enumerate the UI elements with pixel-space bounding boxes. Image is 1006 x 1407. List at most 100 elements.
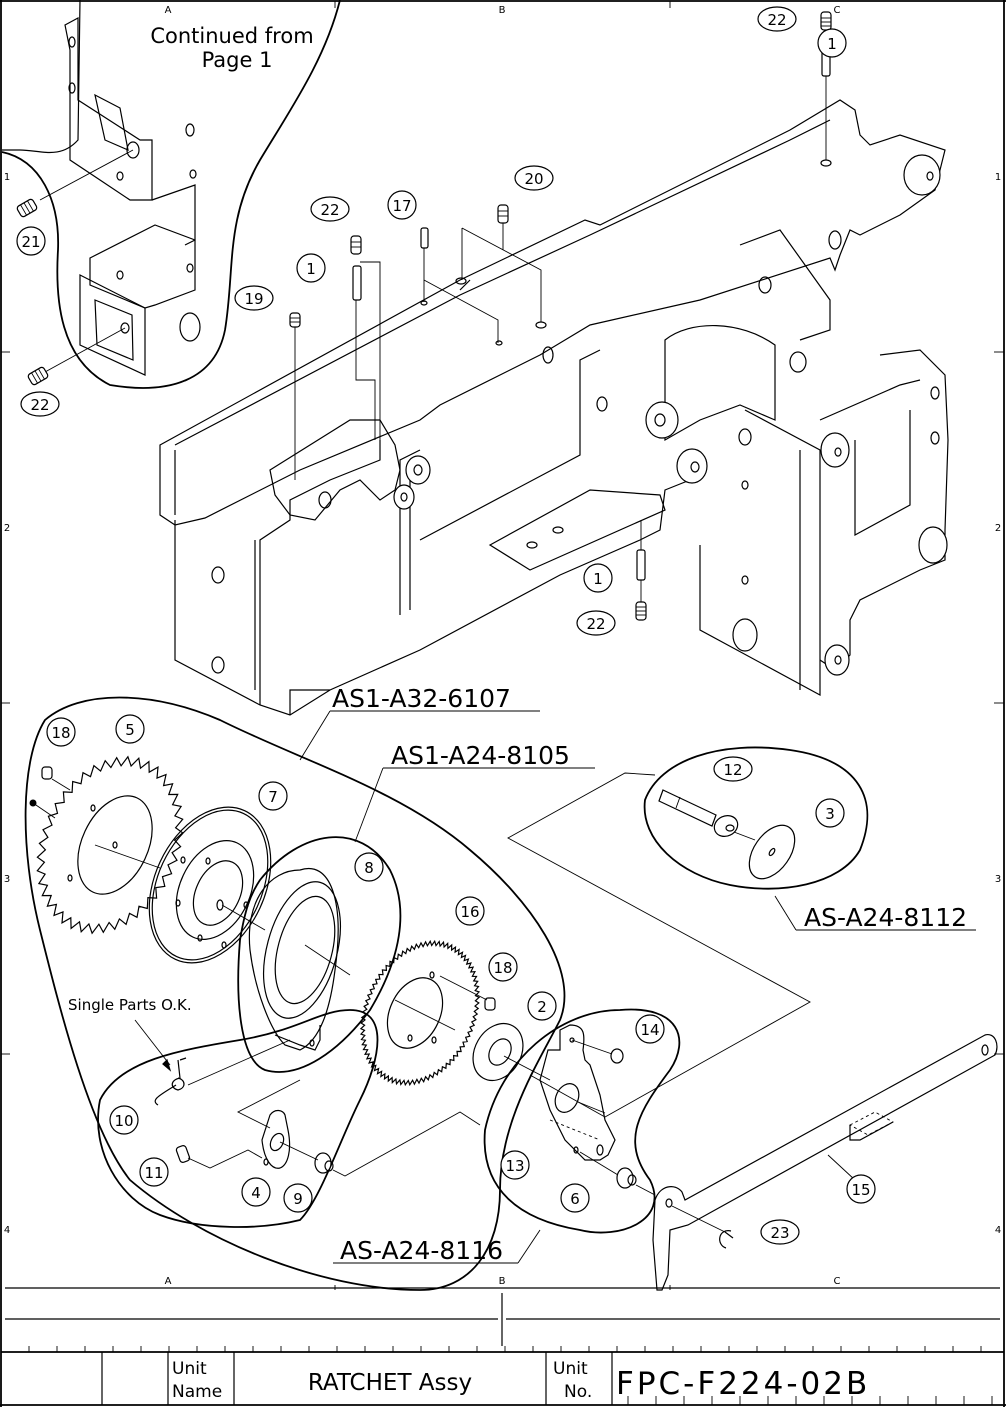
balloon-6: 6	[560, 1183, 590, 1213]
assembly-label-as-a24-8116: AS-A24-8116	[340, 1236, 503, 1265]
washer-2	[472, 1022, 551, 1082]
balloon-1: 1	[296, 253, 326, 283]
assembly-outline-as1-a24-8105	[237, 767, 595, 1073]
shaft-12	[658, 789, 739, 837]
balloon-11: 11	[139, 1157, 169, 1187]
balloon-label: 20	[524, 170, 543, 188]
balloon-label: 3	[825, 805, 835, 823]
pin-1-mid	[352, 265, 362, 301]
set-screw-22-top	[820, 11, 832, 31]
continued-note-line2: Page 1	[202, 48, 273, 72]
title-block: Unit Name RATCHET Assy Unit No. FPC-F224…	[1, 1285, 1004, 1405]
balloon-label: 10	[114, 1112, 133, 1130]
balloon-4: 4	[241, 1177, 271, 1207]
balloon-18: 18	[488, 952, 518, 982]
set-screw-18-left	[41, 766, 53, 780]
grid-row-3-right: 3	[995, 874, 1001, 885]
unit-no-label-line1: Unit	[553, 1359, 588, 1379]
pin-17	[420, 227, 429, 249]
sprocket-5	[36, 755, 184, 935]
plate-8	[248, 867, 351, 1051]
balloon-17: 17	[387, 190, 417, 220]
balloon-13: 13	[500, 1150, 530, 1180]
grid-col-c-top: C	[834, 5, 841, 16]
stud-6	[579, 1151, 656, 1196]
set-screw-22-mid	[350, 235, 362, 255]
unit-no-label-line2: No.	[564, 1382, 592, 1402]
balloon-label: 19	[244, 290, 263, 308]
balloon-label: 2	[537, 998, 547, 1016]
disc-7	[148, 806, 272, 964]
grid-row-1-right: 1	[995, 172, 1001, 183]
balloon-label: 14	[640, 1021, 659, 1039]
balloon-label: 21	[21, 233, 40, 251]
grid-col-a-top: A	[165, 5, 172, 16]
single-parts-note: Single Parts O.K.	[68, 996, 192, 1014]
washer-3	[748, 824, 796, 880]
balloon-22: 22	[310, 196, 350, 222]
set-screw-19	[289, 312, 301, 328]
unit-no-value: FPC-F224-02B	[616, 1366, 870, 1402]
balloon-22: 22	[20, 391, 60, 417]
grid-row-4-left: 4	[4, 1225, 10, 1236]
balloon-23: 23	[760, 1219, 800, 1245]
set-screw-18-right	[484, 997, 496, 1011]
balloon-label: 12	[723, 761, 742, 779]
balloon-label: 18	[51, 724, 70, 742]
bracket-4	[237, 1079, 301, 1169]
balloon-label: 18	[493, 959, 512, 977]
balloon-label: 1	[827, 35, 837, 53]
balloon-7: 7	[258, 781, 288, 811]
balloon-21: 21	[16, 226, 46, 256]
assembly-label-as1-a24-8105: AS1-A24-8105	[391, 741, 570, 770]
balloon-label: 7	[268, 788, 278, 806]
assembly-label-as-a24-8112: AS-A24-8112	[804, 903, 967, 932]
grid-row-2-right: 2	[995, 523, 1001, 534]
e-ring-23	[671, 1205, 734, 1249]
grid-col-a-bottom: A	[165, 1276, 172, 1287]
balloon-label: 22	[767, 11, 786, 29]
pin-1-bottom	[636, 549, 646, 581]
grid-col-b-top: B	[499, 5, 506, 16]
balloon-19: 19	[234, 285, 274, 311]
grid-col-b-bottom: B	[499, 1276, 506, 1287]
unit-name-label-line2: Name	[172, 1382, 222, 1402]
assembly-label-as1-a32-6107: AS1-A32-6107	[332, 684, 511, 713]
pin-11	[175, 1145, 263, 1169]
balloon-1: 1	[583, 563, 613, 593]
balloon-16: 16	[455, 896, 485, 926]
assembly-outline-as-a24-8116	[97, 1008, 681, 1264]
balloon-label: 4	[251, 1184, 261, 1202]
balloon-9: 9	[283, 1183, 313, 1213]
set-screw-22-inset	[27, 366, 49, 386]
balloon-label: 15	[851, 1181, 870, 1199]
balloon-5: 5	[115, 714, 145, 744]
stud-9	[279, 1111, 481, 1177]
balloon-label: 8	[364, 859, 374, 877]
balloon-22: 22	[576, 610, 616, 636]
balloon-3: 3	[815, 798, 845, 828]
assembly-outline-as1-a32-6107	[24, 696, 566, 1291]
balloon-label: 23	[770, 1224, 789, 1242]
balloon-label: 11	[144, 1164, 163, 1182]
pin-14	[610, 1048, 624, 1064]
balloon-8: 8	[354, 852, 384, 882]
balloon-label: 1	[306, 260, 316, 278]
balloon-1: 1	[817, 28, 847, 58]
balloon-label: 22	[30, 396, 49, 414]
grid-row-3-left: 3	[4, 874, 10, 885]
spring-10	[154, 1057, 187, 1106]
continued-inset: Continued from Page 1	[1, 0, 341, 389]
continued-note-line1: Continued from	[150, 24, 313, 48]
balloon-20: 20	[514, 165, 554, 191]
balloon-2: 2	[527, 991, 557, 1021]
balloon-label: 22	[586, 615, 605, 633]
balloon-12: 12	[713, 756, 753, 782]
balloon-14: 14	[635, 1014, 665, 1044]
lever-13	[539, 1024, 616, 1161]
arm-15	[652, 1033, 998, 1291]
balloon-callouts: 22 1 21 22 22 17 20 1 19 1 22 18 5 7 8 16 18 2 14 12 3 10 11 4 9…	[16, 6, 876, 1245]
unit-name-value: RATCHET Assy	[308, 1370, 472, 1396]
balloon-label: 9	[293, 1190, 303, 1208]
